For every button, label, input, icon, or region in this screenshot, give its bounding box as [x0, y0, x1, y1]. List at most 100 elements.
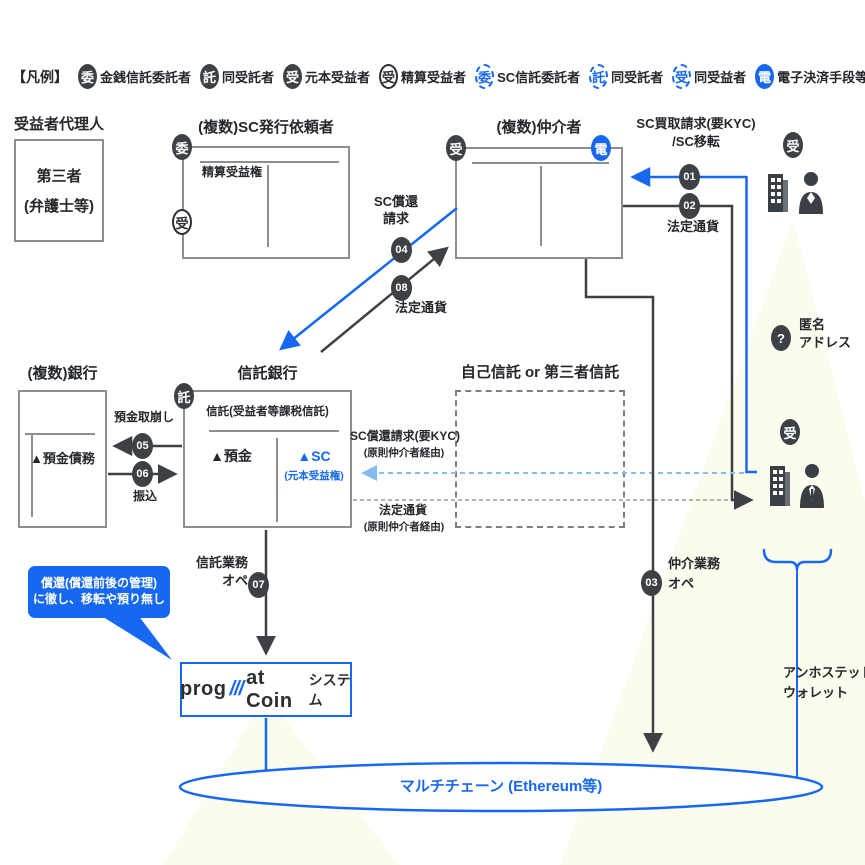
progmat-logo-suffix: システム [308, 671, 351, 708]
banks-box [18, 390, 107, 528]
callout-line1: 償還(償還前後の管理) [41, 576, 157, 591]
trust-deposit-entry: ▲預金 [210, 448, 252, 464]
sc-beneficiary-badge-icon: 受 [672, 64, 692, 89]
flow-03-label-line2: オペ [668, 576, 695, 591]
flow-01-label-line2: /SC移転 [672, 134, 720, 149]
trust-bank-title: 信託銀行 [237, 365, 298, 382]
redeem-dashed-label2: (原則仲介者経由) [363, 447, 445, 459]
fiat-dashed-label1: 法定通貨 [378, 503, 427, 517]
person-icon [800, 464, 824, 508]
self-trust-title: 自己信託 or 第三者信託 [460, 364, 620, 381]
legend-item: 受 同受益者 [672, 64, 746, 89]
issuer-top-rule [200, 161, 339, 163]
self-trust-box [455, 390, 625, 528]
issuer-cell-label: 精算受益権 [202, 165, 263, 179]
beneficiary-agent-box [14, 139, 104, 242]
progmat-logo-pre: prog [180, 678, 227, 700]
legend: 【凡例】 委 金銭信託委託者 託 同受託者 受 元本受益者 受 精算受益者 委 … [12, 64, 865, 89]
progmat-logo-slashes: /// [229, 678, 244, 700]
flow-04-label-line1: SC償還 [373, 194, 419, 209]
fiat-dashed-label2: (原則仲介者経由) [363, 521, 445, 533]
wallet-brace [762, 548, 833, 571]
legend-item: 託 同受託者 [589, 64, 663, 89]
banks-rule-v [31, 433, 33, 517]
person-icon [799, 172, 823, 214]
banks-rule-h [25, 433, 95, 435]
legend-title: 【凡例】 [12, 68, 68, 85]
sc-issuer-box [182, 146, 350, 259]
legend-item-label: 同受託者 [222, 70, 275, 85]
flow-06-label: 振込 [132, 489, 157, 503]
flow-05-label: 預金取崩し [113, 410, 174, 424]
flow-03-badge: 03 [641, 570, 662, 596]
sc-trustor-badge-icon: 委 [475, 64, 495, 89]
trustee-badge-icon: 託 [200, 64, 220, 89]
wallet-label-line2: ウォレット [783, 685, 849, 700]
intermediary-top-rule [472, 162, 609, 164]
redeem-dashed-label1: SC償還請求(要KYC) [350, 429, 460, 443]
trust-divider [276, 438, 278, 522]
flow-07-label-line1: 信託業務 [195, 555, 248, 570]
epi-badge-icon: 電 [755, 64, 775, 89]
building-icon [770, 466, 790, 506]
intermediary-beneficiary-badge-icon: 受 [446, 135, 466, 161]
anonymous-label-line2: アドレス [799, 335, 852, 350]
flow-07-badge: 07 [248, 572, 269, 598]
question-badge-icon: ? [771, 325, 791, 351]
legend-item: 委 金銭信託委託者 [78, 64, 191, 89]
callout-line2: に徹し、移転や預り無し [32, 592, 165, 606]
trust-trustee-badge-icon: 託 [174, 383, 194, 409]
trustor-badge-icon: 委 [78, 64, 97, 89]
legend-item: 委 SC信託委託者 [475, 64, 580, 89]
sc-issuer-title: (複数)SC発行依頼者 [198, 119, 334, 136]
trust-sc-sub: (元本受益権) [284, 470, 344, 482]
building-icon [768, 174, 788, 212]
legend-item: 受 元本受益者 [283, 64, 370, 89]
flow-05-badge: 05 [132, 433, 153, 459]
legend-item: 受 精算受益者 [379, 64, 466, 89]
trust-subtitle: 信託(受益者等課税信託) [206, 406, 329, 418]
wallet-label-line1: アンホステッド [783, 665, 865, 680]
legend-item-label: 電子決済手段等取引業者 [777, 70, 865, 85]
issuer-trustor-badge-icon: 委 [172, 134, 192, 160]
progmat-logo-post: at Coin [246, 666, 293, 712]
flow-01-stem [745, 176, 757, 474]
sc-trustee-badge-icon: 託 [589, 64, 609, 89]
trust-bank-box [183, 390, 352, 528]
legend-item-label: 同受託者 [611, 70, 664, 85]
flow-04-label-line2: 請求 [382, 211, 409, 226]
flow-02-arrow [623, 204, 754, 510]
callout-bubble: 償還(償還前後の管理) に徹し、移転や預り無し [28, 566, 170, 618]
settlement-beneficiary-badge-icon: 受 [379, 64, 399, 89]
banks-entry: ▲預金債務 [30, 451, 95, 466]
legend-item-label: 元本受益者 [305, 70, 371, 85]
flow-02-badge: 02 [679, 193, 700, 219]
beneficiary-agent-line1: 第三者 [36, 168, 82, 185]
flow-08-badge: 08 [391, 275, 412, 301]
flow-03-label-line1: 仲介業務 [668, 556, 721, 571]
issuer-beneficiary-badge-icon: 受 [172, 209, 192, 235]
flow-01-label-line1: SC買取請求(要KYC) [636, 116, 756, 131]
anonymous-label-line1: 匿名 [799, 317, 826, 332]
legend-item-label: SC信託委託者 [497, 70, 581, 85]
flow-04-badge: 04 [391, 237, 412, 263]
intermediary-epi-badge-icon: 電 [591, 135, 611, 161]
intermediary-box [455, 147, 623, 259]
trust-sc-entry: ▲SC [297, 448, 331, 464]
flow-07-label-line2: オペ [221, 573, 248, 588]
intermediary-divider [540, 166, 542, 246]
legend-item-label: 金銭信託委託者 [100, 70, 192, 85]
trust-rule [209, 430, 339, 432]
banks-title: (複数)銀行 [27, 365, 98, 382]
flow-01-badge: 01 [679, 164, 700, 190]
multichain-label: マルチチェーン (Ethereum等) [399, 778, 603, 795]
progmat-logo: prog///at Coin システム [180, 662, 352, 717]
beneficiary-agent-title: 受益者代理人 [13, 116, 104, 133]
legend-item: 電 電子決済手段等取引業者 [755, 64, 865, 89]
flow-02-label: 法定通貨 [666, 219, 719, 234]
intermediary-title: (複数)仲介者 [496, 119, 582, 136]
legend-item: 託 同受託者 [200, 64, 274, 89]
flow-08-label: 法定通貨 [394, 300, 447, 315]
flow-06-badge: 06 [132, 461, 153, 487]
